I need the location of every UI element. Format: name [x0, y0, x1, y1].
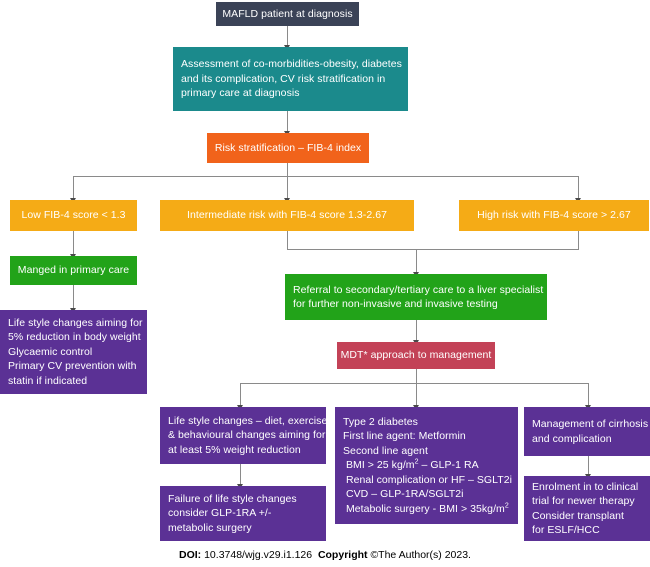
node-intermediate-risk[interactable]: Intermediate risk with FIB-4 score 1.3-2… [160, 200, 414, 231]
connector-lifestyle-to-failure [240, 464, 241, 486]
node-low-risk-label: Low FIB-4 score < 1.3 [21, 209, 126, 222]
node-low-risk[interactable]: Low FIB-4 score < 1.3 [10, 200, 137, 231]
connector-mdt-to-diabetes [416, 383, 417, 407]
node-lifestyle-secondary[interactable]: Life style changes – diet, exercise & be… [160, 407, 328, 464]
node-lifestyle-primary-line4: Primary CV prevention with [8, 360, 137, 373]
node-clinical-trial-line2: trial for newer therapy [532, 495, 635, 507]
node-lifestyle-secondary-line2: & behavioural changes aiming for [168, 429, 326, 442]
footer-doi-value: 10.3748/wjg.v29.i1.126 [204, 549, 313, 561]
connector-risk-stem [287, 163, 288, 176]
node-type2-diabetes-line7: Metabolic surgery - BMI > 35kg/m2 [343, 502, 509, 517]
node-clinical-trial-line4: for ESLF/HCC [532, 524, 600, 536]
node-lifestyle-primary-line5: statin if indicated [8, 374, 88, 387]
node-referral-line1: Referral to secondary/tertiary care to a… [293, 283, 544, 296]
node-risk-stratification-label: Risk stratification – FIB-4 index [214, 141, 362, 154]
node-type2-diabetes-line4: BMI > 25 kg/m2 – GLP-1 RA [343, 458, 479, 473]
connector-intermediate-stem [287, 231, 288, 249]
node-primary-care-label: Manged in primary care [17, 264, 130, 277]
node-start[interactable]: MAFLD patient at diagnosis [216, 2, 359, 26]
node-lifestyle-primary[interactable]: Life style changes aiming for 5% reducti… [0, 310, 147, 394]
node-intermediate-risk-label: Intermediate risk with FIB-4 score 1.3-2… [187, 209, 387, 222]
connector-high-stem [578, 231, 579, 249]
connector-risk-bus [73, 176, 578, 177]
node-start-label: MAFLD patient at diagnosis [222, 7, 353, 20]
node-cirrhosis-line1: Management of cirrhosis [532, 418, 649, 430]
node-cirrhosis-line2: and complication [532, 432, 612, 445]
node-type2-diabetes-line1: Type 2 diabetes [343, 415, 418, 428]
node-referral-line2: for further non-invasive and invasive te… [293, 298, 498, 310]
node-lifestyle-primary-line3: Glycaemic control [8, 345, 93, 358]
node-clinical-trial-line1: Enrolment in to clinical [532, 480, 639, 493]
node-lifestyle-primary-line2: 5% reduction in body weight [8, 331, 141, 344]
node-lifestyle-secondary-line3: at least 5% weight reduction [168, 443, 301, 456]
connector-mdt-to-cirrhosis [588, 383, 589, 407]
node-assessment-line3: primary care at diagnosis [181, 87, 300, 100]
connector-risk-to-high [578, 176, 579, 200]
node-type2-diabetes-line4-pre: BMI > 25 kg/m [343, 459, 415, 472]
footer-copyright-label: Copyright [317, 549, 368, 561]
node-lifestyle-primary-line1: Life style changes aiming for [8, 316, 143, 329]
connector-mdt-bus [240, 383, 588, 384]
node-risk-stratification[interactable]: Risk stratification – FIB-4 index [207, 133, 369, 163]
connector-low-to-primary [73, 231, 74, 256]
node-referral[interactable]: Referral to secondary/tertiary care to a… [285, 274, 547, 320]
node-lifestyle-failure-line2: consider GLP-1RA +/- [168, 507, 272, 520]
footer-citation: DOI: 10.3748/wjg.v29.i1.126 Copyright ©T… [0, 549, 650, 561]
connector-referral-to-mdt [416, 320, 417, 342]
node-type2-diabetes-line4-post: – GLP-1 RA [418, 459, 479, 472]
node-lifestyle-secondary-line1: Life style changes – diet, exercise [168, 414, 328, 427]
node-assessment-line2: and its complication, CV risk stratifica… [181, 72, 386, 85]
connector-mdt-to-lifestyle [240, 383, 241, 407]
connector-risk-to-intermediate [287, 176, 288, 200]
node-high-risk[interactable]: High risk with FIB-4 score > 2.67 [459, 200, 649, 231]
node-mdt-label: MDT* approach to management [340, 349, 492, 362]
connector-cirrhosis-to-trial [588, 456, 589, 476]
footer-copyright-value: ©The Author(s) 2023. [370, 549, 471, 561]
connector-start-to-assessment [287, 26, 288, 47]
node-type2-diabetes-line6: CVD – GLP-1RA/SGLT2i [343, 488, 464, 501]
node-assessment-line1: Assessment of co-morbidities-obesity, di… [181, 58, 402, 71]
node-type2-diabetes-line4-sup: 2 [414, 458, 419, 466]
connector-merge-bus [287, 249, 579, 250]
node-type2-diabetes-line2: First line agent: Metformin [343, 430, 466, 443]
connector-mdt-stem [416, 369, 417, 383]
connector-assessment-to-risk [287, 111, 288, 133]
node-type2-diabetes-line7-pre: Metabolic surgery - BMI > 35kg/m [343, 502, 505, 515]
node-clinical-trial[interactable]: Enrolment in to clinical trial for newer… [524, 476, 650, 541]
connector-merge-to-referral [416, 249, 417, 274]
node-high-risk-label: High risk with FIB-4 score > 2.67 [477, 209, 631, 222]
connector-primary-to-lifestyle [73, 285, 74, 310]
node-clinical-trial-line3: Consider transplant [532, 509, 624, 522]
footer-doi-label: DOI: [179, 549, 202, 561]
node-cirrhosis[interactable]: Management of cirrhosis and complication [524, 407, 650, 456]
node-lifestyle-failure-line1: Failure of life style changes [168, 492, 297, 505]
node-assessment[interactable]: Assessment of co-morbidities-obesity, di… [173, 47, 408, 111]
connector-risk-to-low [73, 176, 74, 200]
node-type2-diabetes[interactable]: Type 2 diabetes First line agent: Metfor… [335, 407, 518, 524]
node-primary-care[interactable]: Manged in primary care [10, 256, 137, 285]
node-mdt[interactable]: MDT* approach to management [337, 342, 495, 369]
node-lifestyle-failure-line3: metabolic surgery [168, 521, 252, 534]
node-type2-diabetes-line7-sup: 2 [504, 502, 509, 510]
node-type2-diabetes-line3: Second line agent [343, 444, 428, 457]
node-type2-diabetes-line5: Renal complication or HF – SGLT2i [343, 473, 512, 486]
node-lifestyle-failure[interactable]: Failure of life style changes consider G… [160, 486, 326, 541]
